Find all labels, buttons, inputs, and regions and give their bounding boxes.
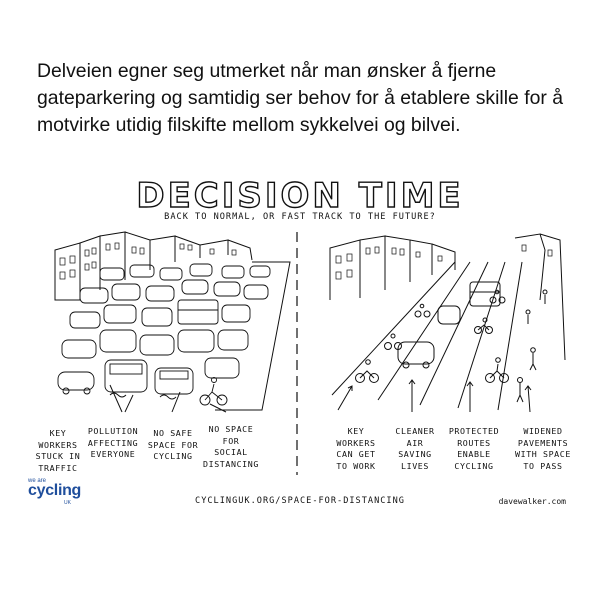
right-label-key-workers: KEY WORKERS CAN GET TO WORK	[336, 426, 376, 471]
poster-title: DECISION TIME	[136, 175, 464, 216]
logo-small-text: we are	[28, 478, 47, 484]
caption-text: Delveien egner seg utmerket når man ønsk…	[37, 60, 563, 136]
left-label-no-safe-space: NO SAFE SPACE FOR CYCLING	[147, 428, 199, 461]
logo-uk-text: UK	[64, 500, 71, 506]
right-label-widened-pavements: WIDENED PAVEMENTS WITH SPACE TO PASS	[515, 426, 571, 471]
left-label-key-workers: KEY WORKERS STUCK IN TRAFFIC	[35, 428, 81, 473]
footer-url: CYCLINGUK.ORG/SPACE-FOR-DISTANCING	[195, 496, 405, 506]
artist-credit: davewalker.com	[498, 497, 566, 506]
right-label-cleaner-air: CLEANER AIR SAVING LIVES	[395, 426, 435, 471]
left-traffic	[57, 263, 271, 406]
left-label-no-space-distancing: NO SPACE FOR SOCIAL DISTANCING	[203, 424, 259, 469]
poster-subtitle: BACK TO NORMAL, OR FAST TRACK TO THE FUT…	[164, 212, 436, 222]
right-buildings	[329, 233, 566, 361]
right-label-protected-routes: PROTECTED ROUTES ENABLE CYCLING	[448, 426, 500, 471]
left-label-pollution: POLLUTION AFFECTING EVERYONE	[87, 426, 139, 459]
decision-time-illustration	[54, 231, 566, 475]
right-street	[331, 261, 548, 413]
cycling-uk-logo: we are cycling UK	[28, 478, 108, 514]
left-buildings	[54, 231, 291, 411]
logo-main-text: cycling	[28, 482, 82, 499]
